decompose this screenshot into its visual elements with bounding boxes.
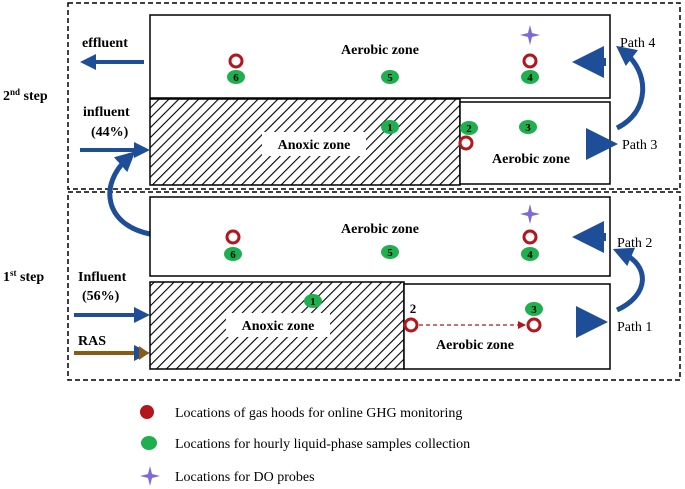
svg-text:5: 5	[387, 247, 393, 259]
legend-liquid-sample-swatch	[141, 436, 157, 450]
first-step-aerobic-right-zone	[403, 283, 611, 370]
influent-44-label: influent	[83, 105, 130, 120]
second-step-anoxic-label: Anoxic zone	[278, 138, 351, 153]
legend-do-probe-label: Locations for DO probes	[175, 470, 315, 485]
sample-marker-2: 2	[460, 121, 478, 135]
svg-text:6: 6	[230, 249, 236, 261]
svg-text:4: 4	[527, 249, 533, 261]
svg-text:3: 3	[525, 122, 531, 134]
first-step-aerobic-top-label: Aerobic zone	[341, 222, 419, 237]
path-2-label: Path 2	[617, 236, 652, 251]
first-step-frame	[67, 191, 681, 381]
step-transfer-curve-arrow	[107, 151, 151, 237]
gas-hood-marker	[228, 53, 244, 69]
sample-marker-5: 5	[381, 70, 399, 84]
legend-do-probe-swatch	[140, 466, 160, 486]
second-step-aerobic-right-zone	[459, 101, 611, 185]
path-4-label: Path 4	[620, 36, 655, 51]
sample-marker-6: 6	[224, 247, 242, 261]
gas-hood-marker	[522, 53, 538, 69]
sample-marker-1: 1	[381, 120, 399, 134]
first-step-anoxic-label: Anoxic zone	[242, 319, 315, 334]
gas-hood-marker	[403, 317, 419, 333]
sample-marker-4: 4	[521, 70, 539, 84]
second-step-aerobic-top-label: Aerobic zone	[341, 43, 419, 58]
path-3-label: Path 3	[622, 138, 657, 153]
svg-text:1: 1	[387, 122, 393, 134]
svg-text:2: 2	[410, 301, 417, 316]
sample-marker-3: 3	[525, 302, 543, 316]
sample-marker-4: 4	[521, 247, 539, 261]
do-probe-marker	[520, 204, 540, 224]
sample-marker-2: 2	[410, 301, 417, 316]
influent-44-pct: (44%)	[91, 125, 129, 140]
gas-hood-marker	[458, 135, 474, 151]
first-step-anoxic-label-bg	[226, 313, 330, 337]
path-1-to-2-curve-arrow	[612, 247, 645, 313]
svg-text:4: 4	[527, 72, 533, 84]
first-step-label: 1st step	[3, 268, 44, 285]
gas-hood-marker	[526, 317, 542, 333]
legend-gas-hood-swatch	[140, 405, 154, 419]
second-step-frame	[67, 2, 681, 190]
path-1-label: Path 1	[617, 320, 652, 335]
second-step-aerobic-right-label: Aerobic zone	[492, 152, 570, 167]
sample-marker-6: 6	[227, 70, 245, 84]
second-step-label: 2nd step	[3, 87, 48, 104]
first-step-aerobic-right-label: Aerobic zone	[436, 338, 514, 353]
influent-56-label: Influent	[78, 270, 127, 285]
ras-label: RAS	[78, 334, 106, 349]
svg-text:5: 5	[387, 72, 393, 84]
effluent-label: effluent	[82, 36, 128, 51]
first-step-anoxic-zone	[149, 281, 405, 370]
ras-arrow-head	[139, 346, 149, 360]
gas-hood-marker	[522, 229, 538, 245]
svg-text:1: 1	[310, 296, 316, 308]
sample-marker-5: 5	[381, 245, 399, 259]
sample-marker-3: 3	[519, 120, 537, 134]
second-step-anoxic-label-bg	[262, 132, 366, 156]
do-probe-marker	[520, 25, 540, 45]
gas-hood-marker	[225, 229, 241, 245]
svg-text:3: 3	[531, 304, 537, 316]
legend: Locations of gas hoods for online GHG mo…	[140, 405, 470, 486]
path-3-to-4-curve-arrow	[615, 45, 646, 131]
legend-gas-hood-label: Locations of gas hoods for online GHG mo…	[175, 406, 462, 421]
svg-text:6: 6	[233, 72, 239, 84]
influent-56-pct: (56%)	[82, 289, 120, 304]
sample-marker-1: 1	[304, 294, 322, 308]
legend-liquid-sample-label: Locations for hourly liquid-phase sample…	[175, 437, 470, 452]
svg-text:2: 2	[466, 123, 472, 135]
